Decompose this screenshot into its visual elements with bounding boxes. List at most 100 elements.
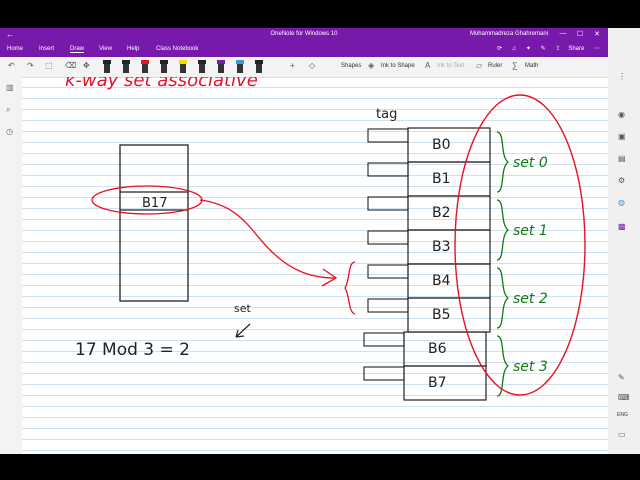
notebooks-icon[interactable]: ▥ — [6, 83, 14, 92]
block-label: B4 — [432, 273, 451, 289]
recent-icon[interactable]: ◷ — [6, 127, 13, 136]
memory-block-box — [119, 144, 189, 302]
more-icon[interactable]: ⋯ — [594, 46, 600, 52]
block-label: B0 — [432, 137, 451, 153]
notification-icon[interactable]: ▭ — [618, 430, 626, 439]
pen-4[interactable] — [160, 60, 168, 73]
pen-1[interactable] — [103, 60, 111, 73]
pen-5[interactable] — [179, 60, 187, 73]
tag-box — [367, 264, 409, 279]
tab-insert[interactable]: Insert — [39, 46, 55, 52]
sets-oval — [454, 94, 586, 396]
ink-to-shape-button[interactable]: Ink to Shape — [381, 63, 415, 69]
block-label: B5 — [432, 307, 451, 323]
block-label: B3 — [432, 239, 451, 255]
ink-to-text-button[interactable]: Ink to Text — [437, 63, 465, 69]
screen-top-bar — [0, 0, 640, 28]
tab-view[interactable]: View — [99, 46, 112, 52]
tag-label: tag — [376, 107, 397, 122]
tag-box — [367, 196, 409, 211]
back-arrow-icon[interactable]: ← — [6, 30, 14, 39]
ink-to-shape-icon[interactable]: ◈ — [368, 61, 375, 70]
shapes-icon[interactable]: ◇ — [309, 61, 316, 70]
maximize-button[interactable]: ☐ — [576, 31, 584, 38]
pen-icon[interactable]: ✎ — [618, 373, 625, 382]
ribbon-right-actions: ⟳ ♫ ✦ ✎ ⇪ Share ⋯ — [497, 45, 608, 52]
store-icon[interactable]: ▣ — [618, 132, 626, 141]
draw-toolbar: ↶ ↷ ⬚ ⌫ ✥ + ◇ Shapes ◈ Ink to Shape A In… — [0, 57, 608, 78]
left-rail: ▥ ⌕ ◷ — [0, 77, 22, 454]
ribbon-tabs: Home Insert Draw View Help Class Noteboo… — [0, 43, 608, 57]
set-annotation: set — [234, 302, 251, 315]
calculator-icon[interactable]: ▤ — [618, 154, 626, 163]
shapes-button[interactable]: Shapes — [341, 63, 362, 69]
set-brace — [496, 267, 510, 329]
heading-fragment: k-way set associative — [65, 77, 258, 91]
pen-9[interactable] — [255, 60, 263, 73]
title-bar: ← OneNote for Windows 10 Mohammadreza Gh… — [0, 28, 608, 43]
math-icon[interactable]: ∑ — [512, 61, 518, 70]
minimize-button[interactable]: — — [559, 30, 567, 37]
block-label: B6 — [428, 341, 447, 357]
keyboard-icon[interactable]: ⌨ — [618, 393, 630, 402]
ruler-button[interactable]: Ruler — [488, 63, 503, 69]
pen-8[interactable] — [236, 60, 244, 73]
close-button[interactable]: ✕ — [594, 31, 600, 38]
ruler-icon[interactable]: ▱ — [476, 61, 483, 70]
tab-class-notebook[interactable]: Class Notebook — [156, 46, 199, 52]
share-icon[interactable]: ⇪ — [555, 46, 561, 52]
math-button[interactable]: Math — [525, 63, 539, 69]
chrome-icon[interactable]: ◍ — [618, 198, 625, 207]
window-title: OneNote for Windows 10 — [270, 31, 338, 37]
cache-line-box — [403, 365, 487, 401]
block-label: B7 — [428, 375, 447, 391]
settings-icon[interactable]: ⚙ — [618, 176, 626, 185]
tag-box — [363, 366, 405, 381]
redo-icon[interactable]: ↷ — [27, 61, 34, 70]
block-b17-label: B17 — [142, 196, 167, 211]
pen-7[interactable] — [217, 60, 225, 73]
tag-box — [367, 128, 409, 143]
pen-6[interactable] — [198, 60, 206, 73]
note-canvas[interactable]: k-way set associative B17 17 Mod 3 = 2 s… — [22, 77, 608, 454]
tab-home[interactable]: Home — [7, 46, 24, 52]
bell-icon[interactable]: ♫ — [511, 46, 517, 52]
sync-icon[interactable]: ⟳ — [497, 46, 503, 52]
set-label: set 2 — [513, 291, 548, 307]
language-indicator[interactable]: ENG — [617, 412, 628, 418]
set-brace — [496, 131, 510, 193]
screen-bottom-bar — [0, 454, 640, 480]
tag-box — [367, 230, 409, 245]
search-icon[interactable]: ⌕ — [6, 105, 11, 114]
mod-equation: 17 Mod 3 = 2 — [75, 340, 190, 360]
tab-help[interactable]: Help — [127, 46, 140, 52]
pen-3[interactable] — [141, 60, 149, 73]
pen-2[interactable] — [122, 60, 130, 73]
lasso-select-icon[interactable]: ⬚ — [45, 61, 53, 70]
mapping-arrow — [199, 199, 336, 279]
eraser-icon[interactable]: ⌫ — [65, 61, 77, 70]
more-icon[interactable]: ⋮ — [618, 72, 626, 81]
taskbar-right: ⋮ ◉ ▣ ▤ ⚙ ◍ ▩ ✎ ⌨ ENG ▭ — [608, 28, 640, 454]
onenote-window: ← OneNote for Windows 10 Mohammadreza Gh… — [0, 28, 640, 454]
pan-icon[interactable]: ✥ — [83, 61, 90, 70]
tag-box — [367, 298, 409, 313]
share-button[interactable]: Share — [568, 46, 585, 52]
pen-mode-icon[interactable]: ✎ — [540, 46, 546, 52]
set-brace — [496, 199, 510, 261]
ink-to-text-icon: A — [425, 61, 431, 70]
edge-icon[interactable]: ◉ — [618, 110, 625, 119]
block-label: B2 — [432, 205, 451, 221]
block-label: B1 — [432, 171, 451, 187]
set-label: set 1 — [513, 223, 548, 239]
tab-draw[interactable]: Draw — [70, 46, 85, 53]
add-pen-icon[interactable]: + — [290, 61, 295, 70]
onenote-icon[interactable]: ▩ — [618, 222, 626, 231]
red-brace — [344, 261, 356, 315]
user-name[interactable]: Mohammadreza Ghahremani — [469, 31, 548, 37]
set-brace — [496, 335, 510, 397]
undo-icon[interactable]: ↶ — [8, 61, 15, 70]
lightbulb-icon[interactable]: ✦ — [525, 46, 531, 52]
